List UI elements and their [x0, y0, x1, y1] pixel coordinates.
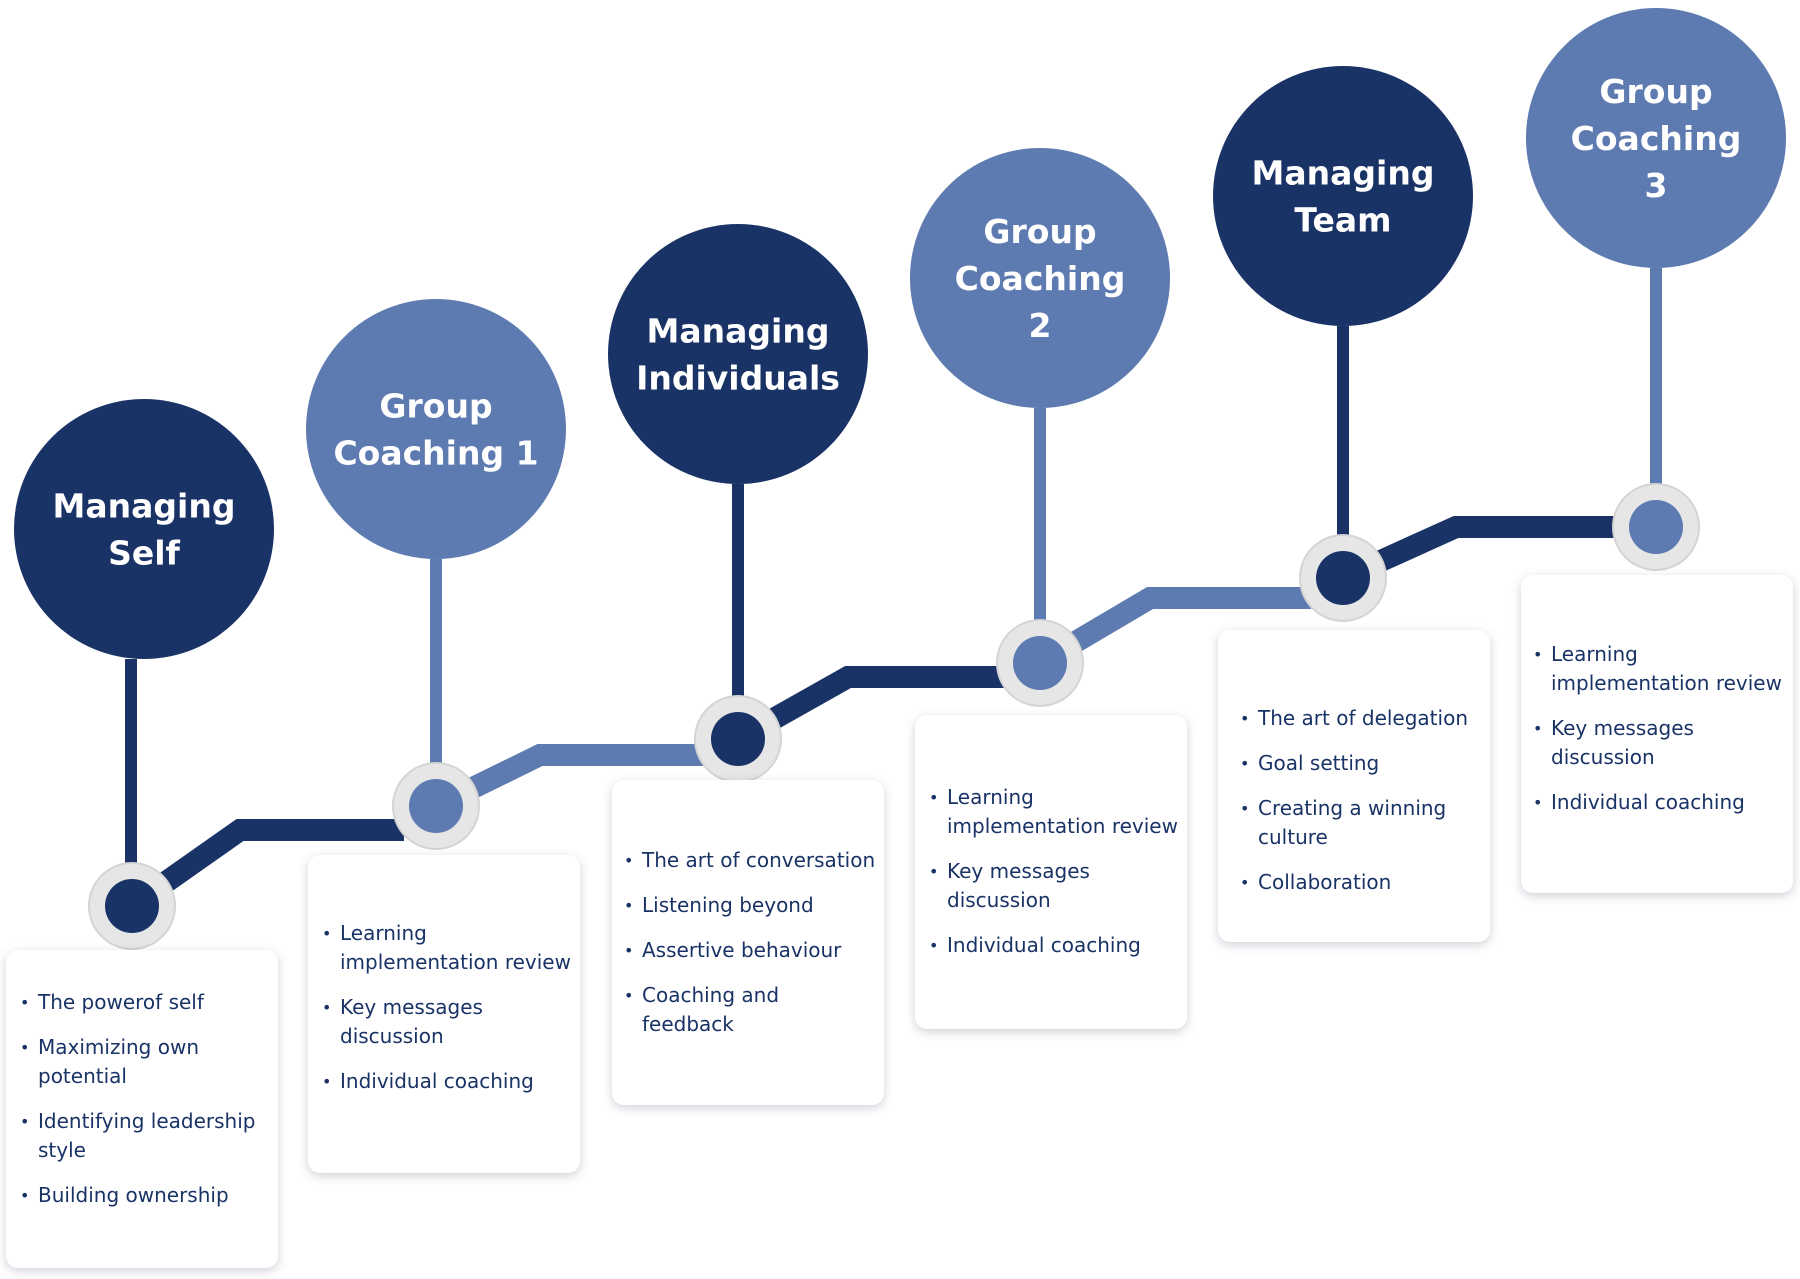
stage-title-group-coaching-3: 3	[1645, 166, 1668, 205]
bullet-item: Key messages discussion	[1533, 714, 1789, 772]
stage-card-managing-individuals: The art of conversation Listening beyond…	[612, 780, 884, 1105]
bullet-item: Assertive behaviour	[624, 936, 876, 965]
stage-circle-group-coaching-2	[910, 148, 1170, 408]
stage-title-group-coaching-3: Coaching	[1571, 119, 1742, 158]
bullet-item: Learning implementation review	[929, 783, 1179, 841]
bullet-item: Creating a winning culture	[1240, 794, 1484, 852]
bullet-item: Individual coaching	[322, 1067, 572, 1096]
bullet-item: Maximizing own potential	[20, 1033, 262, 1091]
connector-managing-individuals	[732, 484, 744, 709]
bullet-item: The art of conversation	[624, 846, 876, 875]
connector-managing-team	[1337, 326, 1349, 548]
stage-title-managing-self: Self	[108, 534, 180, 573]
stage-circle-managing-self	[14, 399, 274, 659]
milestone-dot-managing-individuals	[711, 712, 765, 766]
stage-title-managing-individuals: Managing	[647, 312, 830, 351]
connector-group-coaching-1	[430, 559, 442, 776]
stage-title-group-coaching-2: 2	[1029, 306, 1052, 345]
milestone-dot-group-coaching-1	[409, 779, 463, 833]
stage-card-group-coaching-3: Learning implementation review Key messa…	[1521, 575, 1793, 893]
stage-title-group-coaching-2: Coaching	[955, 259, 1126, 298]
bullet-item: The art of delegation	[1240, 704, 1484, 733]
stage-circle-managing-team	[1213, 66, 1473, 326]
stage-title-group-coaching-3: Group	[1599, 72, 1712, 111]
path-segment-1	[125, 819, 404, 915]
connector-managing-self	[125, 659, 137, 876]
bullet-item: Collaboration	[1240, 868, 1484, 897]
stage-title-managing-team: Team	[1294, 201, 1391, 240]
bullet-item: Individual coaching	[1533, 788, 1789, 817]
stage-circle-group-coaching-3	[1526, 8, 1786, 268]
bullet-item: Identifying leadership style	[20, 1107, 262, 1165]
stage-title-group-coaching-1: Group	[379, 387, 492, 426]
bullet-item: Coaching and feedback	[624, 981, 876, 1039]
stage-title-managing-team: Managing	[1252, 154, 1435, 193]
bullet-item: Learning implementation review	[322, 919, 572, 977]
bullet-item: Learning implementation review	[1533, 640, 1789, 698]
bullet-item: Key messages discussion	[929, 857, 1179, 915]
bullet-item: Listening beyond	[624, 891, 876, 920]
bullet-item: Goal setting	[1240, 749, 1484, 778]
bullet-item: The powerof self	[20, 988, 262, 1017]
milestone-dot-group-coaching-3	[1629, 500, 1683, 554]
milestone-dot-managing-self	[105, 879, 159, 933]
stage-title-group-coaching-2: Group	[983, 212, 1096, 251]
stage-card-group-coaching-2: Learning implementation review Key messa…	[915, 715, 1187, 1029]
stage-card-group-coaching-1: Learning implementation review Key messa…	[308, 855, 580, 1173]
stage-card-managing-self: The powerof self Maximizing own potentia…	[6, 950, 278, 1268]
bullet-item: Building ownership	[20, 1181, 262, 1210]
bullet-item: Key messages discussion	[322, 993, 572, 1051]
stage-title-group-coaching-1: Coaching 1	[333, 434, 538, 473]
stage-title-managing-self: Managing	[53, 487, 236, 526]
stage-title-managing-individuals: Individuals	[636, 359, 840, 398]
stage-circle-managing-individuals	[608, 224, 868, 484]
milestone-dot-managing-team	[1316, 551, 1370, 605]
stage-card-managing-team: The art of delegation Goal setting Creat…	[1218, 630, 1490, 942]
bullet-item: Individual coaching	[929, 931, 1179, 960]
milestone-dot-group-coaching-2	[1013, 636, 1067, 690]
stage-circle-group-coaching-1	[306, 299, 566, 559]
connector-group-coaching-3	[1650, 268, 1662, 497]
connector-group-coaching-2	[1034, 408, 1046, 633]
